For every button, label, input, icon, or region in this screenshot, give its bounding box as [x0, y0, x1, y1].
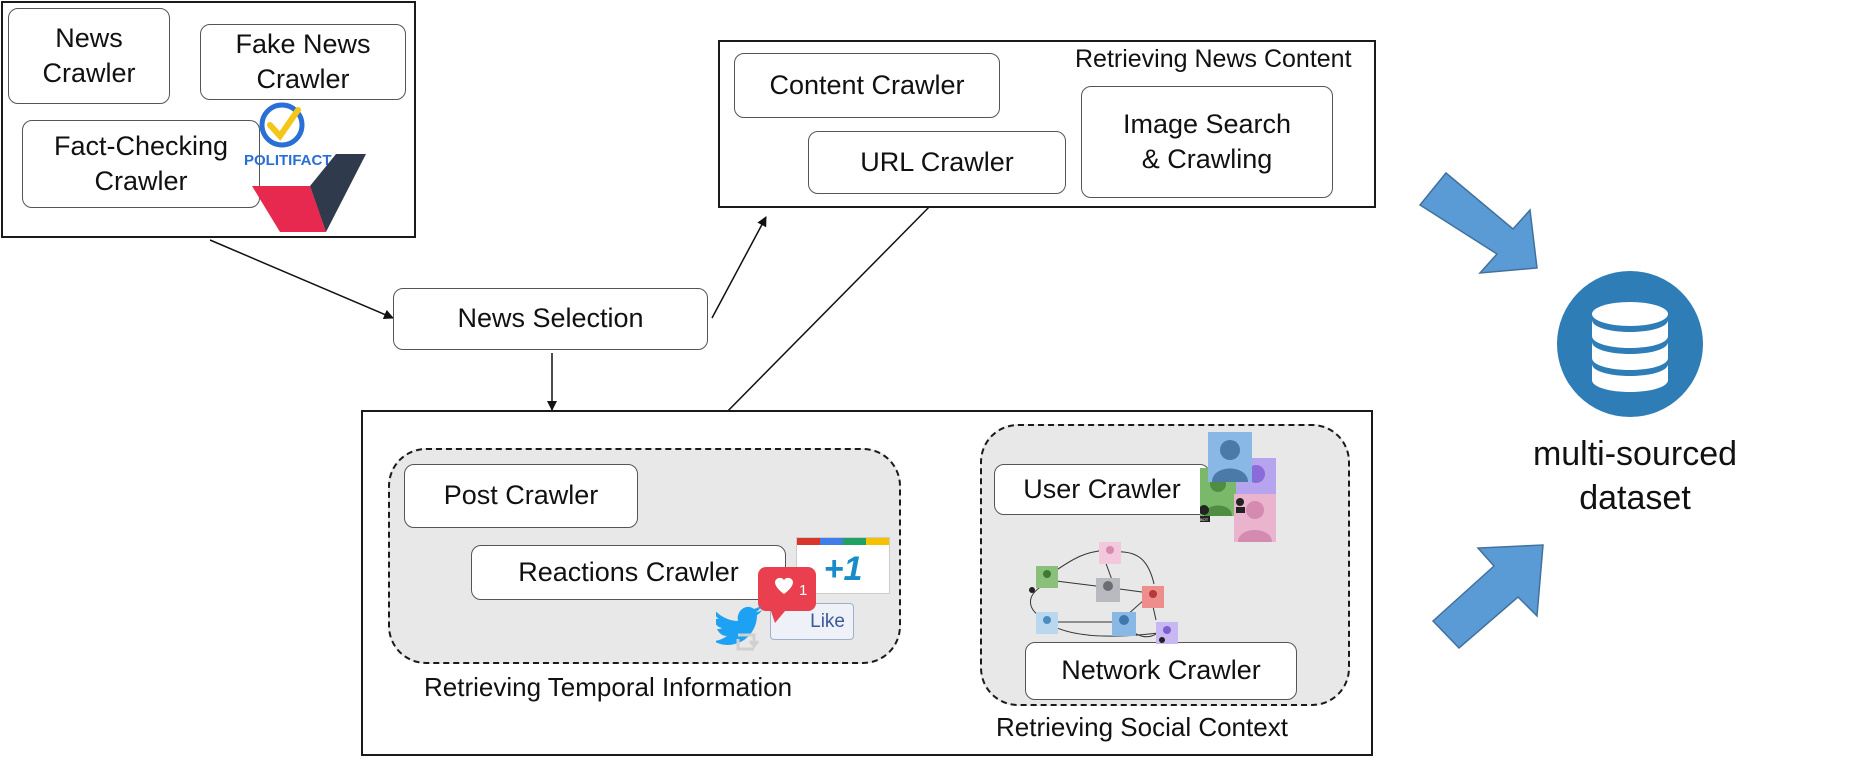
news-content-title: Retrieving News Content [1075, 45, 1352, 73]
politifact-logo-text: POLITIFACT [244, 152, 332, 169]
plus-one-text: +1 [823, 550, 863, 588]
arrow-selection-to-content [711, 216, 767, 319]
google-plus-one-icon: +1 [796, 537, 890, 594]
heart-count: 1 [799, 582, 807, 599]
reactions-crawler-box: Reactions Crawler [471, 545, 786, 600]
database-icon [1557, 271, 1703, 417]
fact-checking-crawler-box: Fact-Checking Crawler [22, 120, 260, 208]
image-search-crawling-box: Image Search & Crawling [1081, 86, 1333, 198]
politifact-logo: POLITIFACT [244, 102, 366, 232]
user-avatars-icon: BOT [1200, 432, 1276, 542]
news-selection-box: News Selection [393, 288, 708, 350]
output-arrow-upper [1418, 171, 1538, 274]
arrow-sources-to-selection [209, 239, 394, 320]
social-network-graph [1029, 542, 1178, 644]
heart-notification-icon: 1 [758, 567, 816, 623]
news-crawler-box: News Crawler [8, 8, 170, 104]
content-crawler-box: Content Crawler [734, 53, 1000, 118]
like-label: Like [810, 610, 845, 632]
output-arrow-lower [1431, 544, 1544, 650]
twitter-icon [716, 606, 762, 651]
url-crawler-box: URL Crawler [808, 131, 1066, 194]
fake-news-crawler-box: Fake News Crawler [200, 24, 406, 100]
temporal-caption: Retrieving Temporal Information [424, 672, 793, 702]
post-crawler-box: Post Crawler [404, 464, 638, 528]
bot-label: BOT [1200, 517, 1209, 522]
social-caption: Retrieving Social Context [996, 712, 1288, 742]
user-crawler-box: User Crawler [994, 464, 1210, 515]
network-crawler-box: Network Crawler [1025, 642, 1297, 700]
dataset-label: multi-sourced dataset [1532, 435, 1738, 518]
